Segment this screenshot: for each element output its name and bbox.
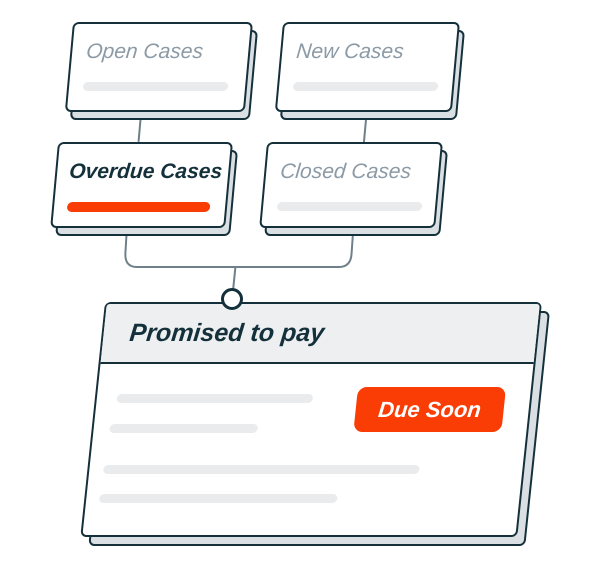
detail-card-title: Promised to pay [128, 319, 326, 347]
detail-card-promised-to-pay: Promised to pay Due Soon [80, 302, 550, 546]
card-title-new-cases: New Cases [295, 40, 405, 63]
skeleton-line [98, 494, 338, 503]
card-face: Open Cases [64, 22, 253, 112]
card-title-open-cases: Open Cases [85, 40, 205, 63]
skeleton-line [276, 202, 423, 211]
detail-card-header: Promised to pay [100, 304, 540, 364]
node-overdue-cases[interactable]: Overdue Cases [50, 142, 238, 236]
bracket-connector-line [124, 232, 354, 268]
skeleton-line [109, 424, 259, 433]
node-new-cases[interactable]: New Cases [274, 22, 465, 120]
card-face: Closed Cases [259, 142, 443, 228]
card-title-overdue-cases: Overdue Cases [68, 160, 224, 183]
node-closed-cases[interactable]: Closed Cases [259, 142, 448, 236]
skeleton-line [102, 465, 420, 474]
skeleton-line [116, 394, 314, 403]
node-open-cases[interactable]: Open Cases [64, 22, 258, 120]
card-title-closed-cases: Closed Cases [279, 160, 413, 183]
connector-stem-line [232, 266, 237, 292]
card-face: Overdue Cases [50, 142, 233, 228]
skeleton-line [82, 82, 229, 91]
connector-dot [221, 288, 243, 310]
due-soon-badge-label: Due Soon [377, 396, 483, 422]
card-face: New Cases [274, 22, 460, 112]
accent-line [66, 202, 211, 212]
due-soon-badge: Due Soon [353, 387, 507, 432]
skeleton-line [292, 82, 439, 91]
card-face: Promised to pay Due Soon [80, 302, 542, 537]
